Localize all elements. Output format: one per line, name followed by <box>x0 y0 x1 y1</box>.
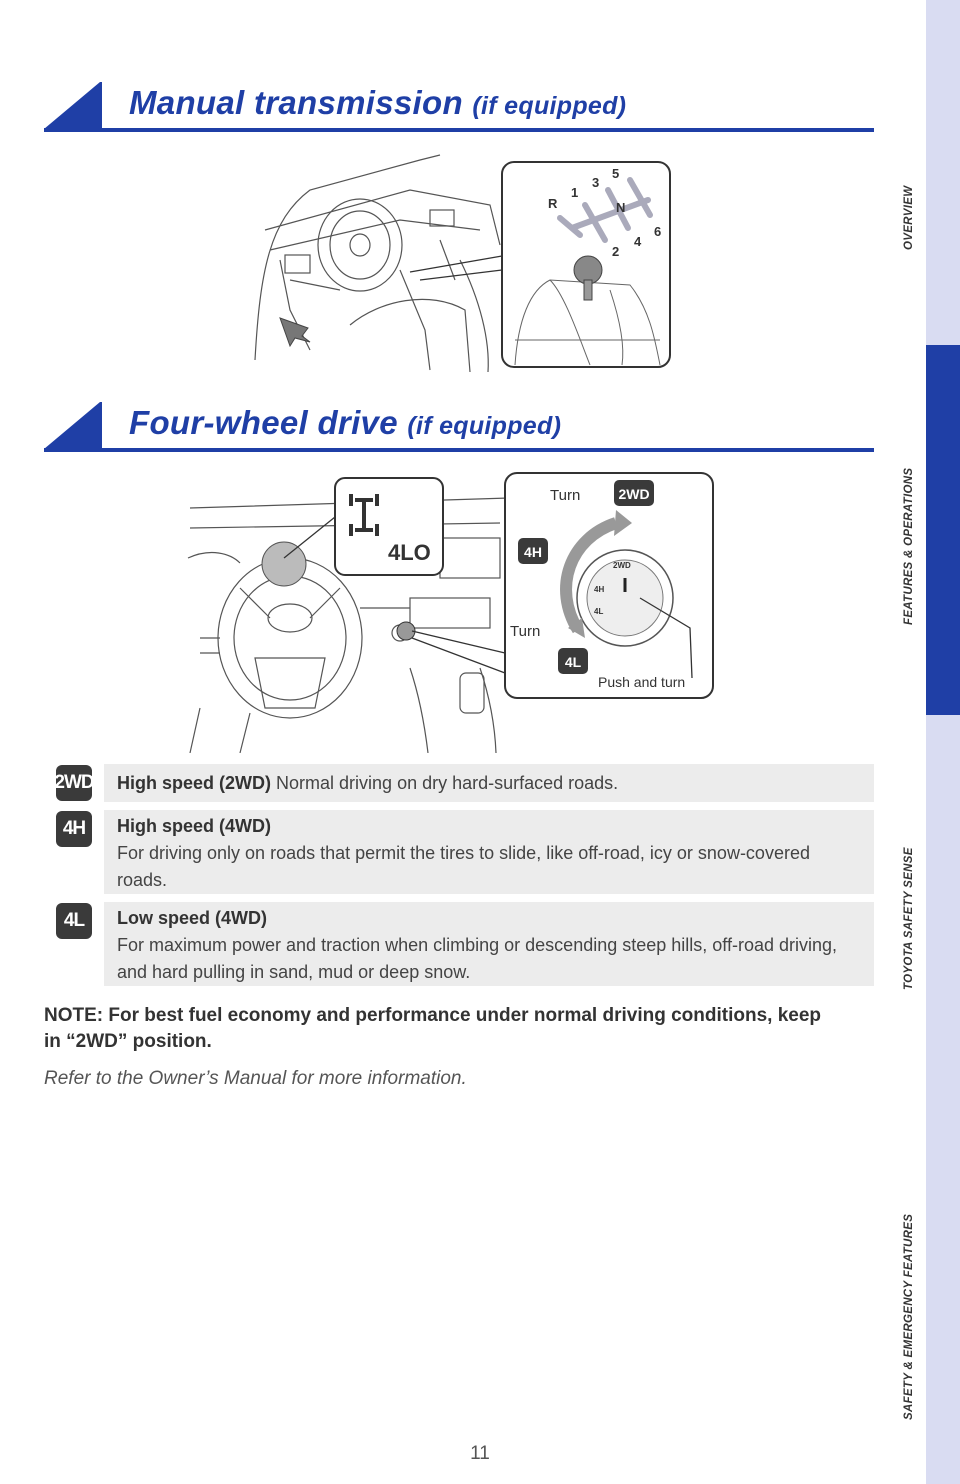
four-wheel-drive-illustration: 4LO 2WD 4H 4L 2WD 4H 4L Turn Turn Push a… <box>180 468 720 753</box>
push-and-turn-label: Push and turn <box>598 674 685 690</box>
ring-4l-label: 4L <box>594 607 603 616</box>
badge-4l: 4L <box>565 654 582 670</box>
mode-badge-4h: 4H <box>56 811 92 847</box>
badge-4h: 4H <box>524 544 542 560</box>
header-accent <box>44 82 102 129</box>
fuel-economy-note: NOTE: For best fuel economy and performa… <box>44 1005 822 1052</box>
sidebar-item-features-operations[interactable]: FEATURES & OPERATIONS <box>903 467 915 625</box>
gear-4: 4 <box>634 234 642 249</box>
sidebar-item-overview[interactable]: OVERVIEW <box>903 185 915 250</box>
mode-row-4h: 4H High speed (4WD)For driving only on r… <box>44 810 874 894</box>
ring-4h-label: 4H <box>594 585 604 594</box>
gear-5: 5 <box>612 166 619 181</box>
section-sidebar <box>926 0 960 1484</box>
section-title: Four-wheel drive (if equipped) <box>129 404 562 441</box>
mode-text: High speed (4WD)For driving only on road… <box>117 816 810 890</box>
turn-label-bottom: Turn <box>510 623 540 640</box>
gear-r: R <box>548 196 558 211</box>
gear-1: 1 <box>571 185 578 200</box>
mode-text: High speed (2WD) Normal driving on dry h… <box>117 773 619 793</box>
manual-transmission-illustration: R 1 3 5 N 2 4 6 <box>250 150 680 375</box>
mode-panel <box>104 810 874 894</box>
mode-text: Low speed (4WD)For maximum power and tra… <box>117 908 838 982</box>
mode-row-2wd: 2WD High speed (2WD) Normal driving on d… <box>44 764 874 802</box>
section-header-four-wheel-drive: Four-wheel drive (if equipped) <box>44 402 874 452</box>
header-rule <box>44 128 874 132</box>
turn-label-top: Turn <box>550 487 580 504</box>
mode-row-4l: 4L Low speed (4WD)For maximum power and … <box>44 902 874 986</box>
page-number: 11 <box>470 1443 490 1464</box>
gear-3: 3 <box>592 175 599 190</box>
gear-6: 6 <box>654 224 661 239</box>
section-title: Manual transmission (if equipped) <box>129 84 627 121</box>
ring-2wd-label: 2WD <box>613 561 631 570</box>
mode-panel <box>104 902 874 986</box>
gear-n: N <box>616 200 625 215</box>
sidebar-item-toyota-safety-sense[interactable]: TOYOTA SAFETY SENSE <box>903 847 915 990</box>
badge-2wd: 2WD <box>618 486 649 502</box>
indicator-4lo: 4LO <box>388 540 431 565</box>
owners-manual-reference: Refer to the Owner’s Manual for more inf… <box>44 1068 467 1089</box>
mode-badge-4l: 4L <box>56 903 92 939</box>
header-accent <box>44 402 102 449</box>
mode-panel <box>104 764 874 802</box>
gear-2: 2 <box>612 244 619 259</box>
section-header-manual-transmission: Manual transmission (if equipped) <box>44 82 874 132</box>
sidebar-item-safety-emergency[interactable]: SAFETY & EMERGENCY FEATURES <box>903 1213 915 1420</box>
sidebar-active-band <box>926 345 960 715</box>
header-rule <box>44 448 874 452</box>
mode-badge-2wd: 2WD <box>54 765 95 801</box>
